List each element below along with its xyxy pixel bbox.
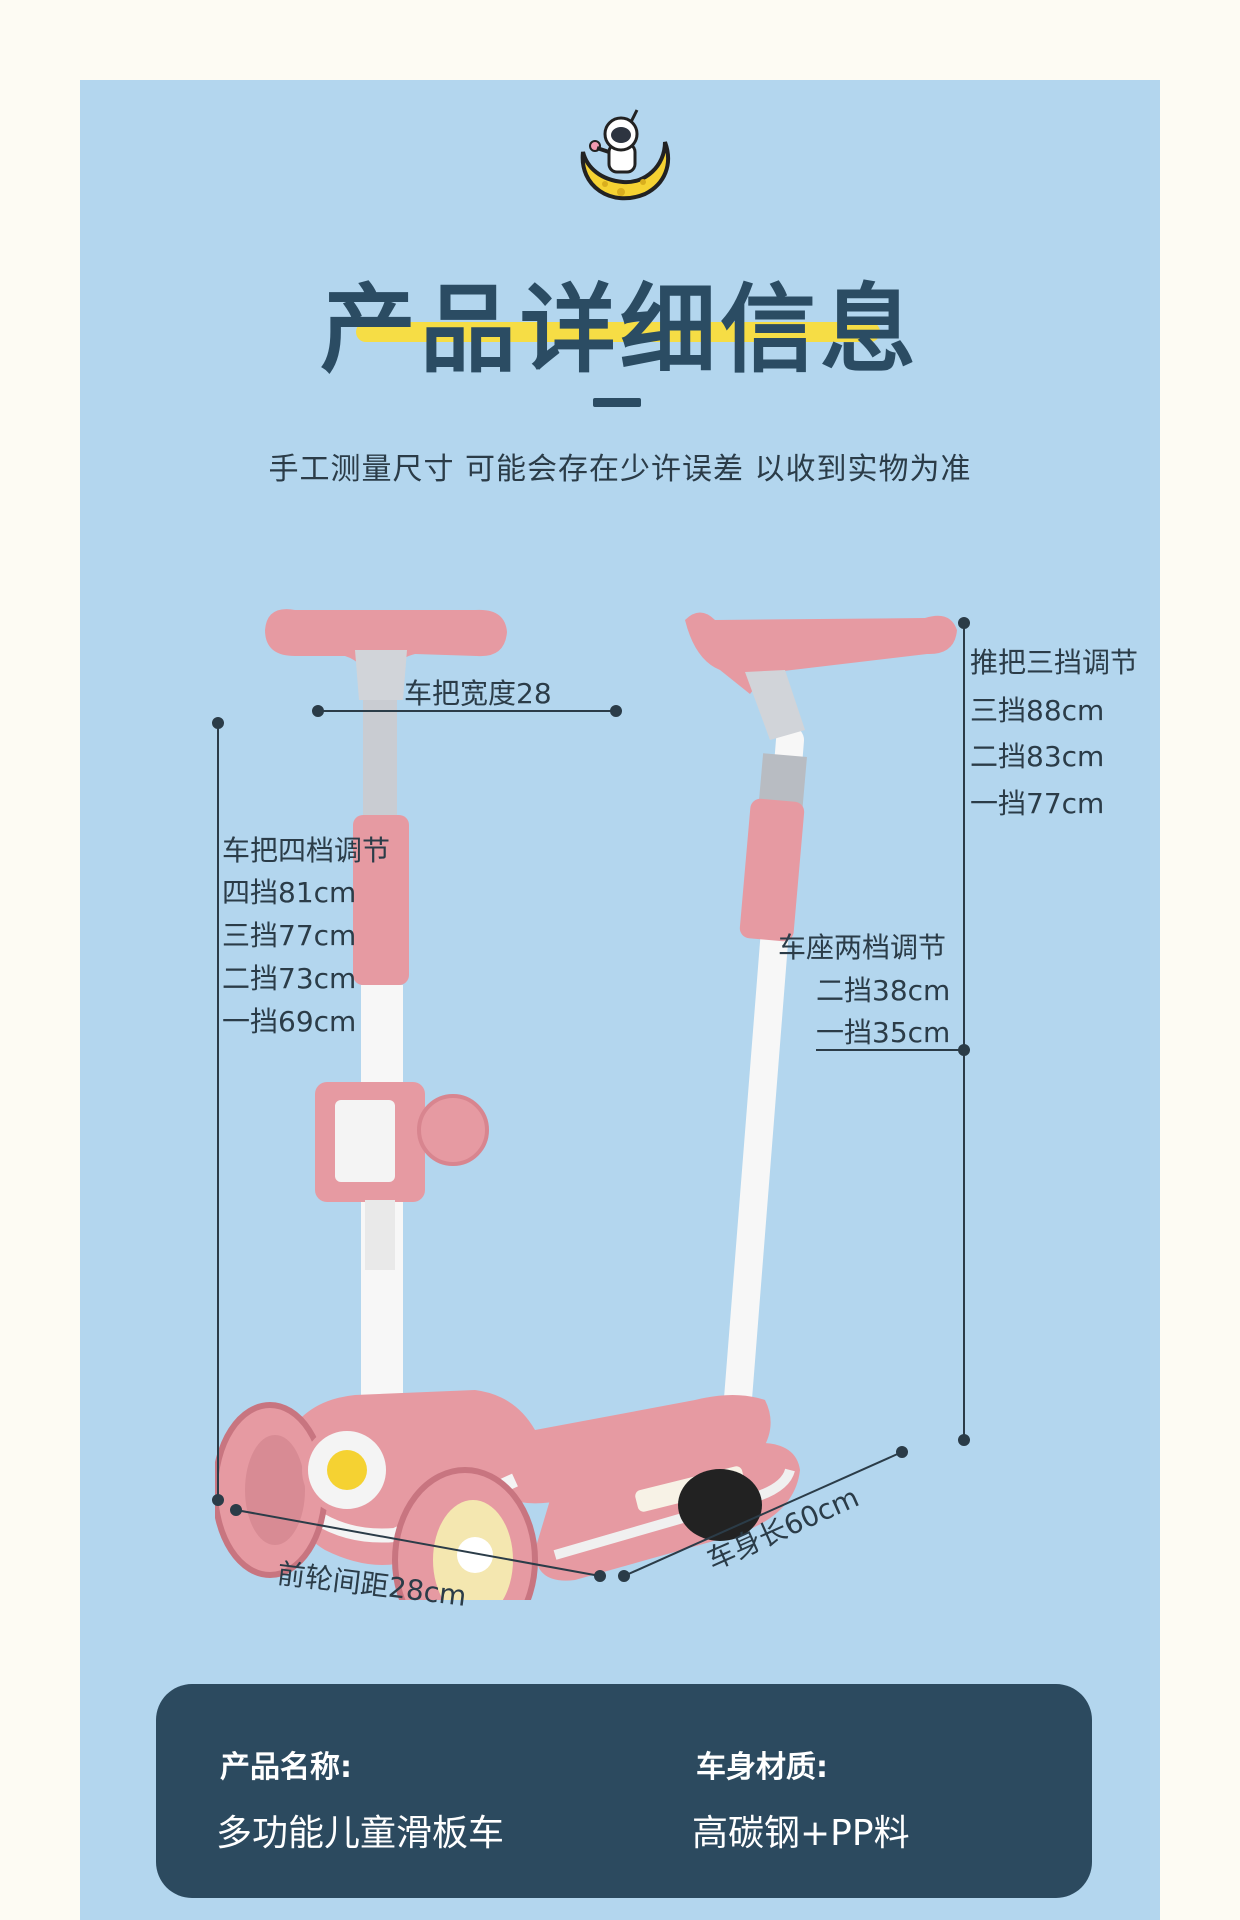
background-panel [80,80,1160,1920]
seat-adjust-heading: 车座两档调节 [778,931,947,964]
push-level-3: 三挡88cm [970,694,1105,727]
front-handle-bar [265,609,507,690]
steering-column-upper [363,700,397,830]
material-value: 高碳钢+PP料 [692,1813,910,1854]
handlebar-level-4: 四挡81cm [222,876,357,909]
handlebar-level-3: 三挡77cm [222,919,357,952]
product-name-value: 多功能儿童滑板车 [216,1813,505,1854]
material-label: 车身材质: [696,1750,828,1785]
page-title: 产品详细信息 [320,274,920,386]
seat-knob [417,1094,489,1166]
handlebar-level-1: 一挡69cm [222,1005,357,1038]
astronaut-on-moon-icon [580,109,671,201]
push-level-1: 一挡77cm [970,787,1105,820]
title-divider [593,398,641,407]
seat-level-1: 一挡35cm [816,1016,951,1049]
scooter-illustration [215,609,957,1600]
handlebar-adjust-heading: 车把四档调节 [222,834,391,867]
steering-grip [353,815,409,985]
handlebar-width-label: 车把宽度28 [404,677,552,710]
push-level-2: 二挡83cm [970,740,1105,773]
handlebar-level-2: 二挡73cm [222,962,357,995]
push-pole-grip [739,798,805,942]
page-subtitle: 手工测量尺寸 可能会存在少许误差 以收到实物为准 [268,452,972,487]
push-adjust-heading: 推把三挡调节 [970,646,1139,679]
seat-level-2: 二挡38cm [816,974,951,1007]
title-highlight [356,322,880,342]
product-name-label: 产品名称: [220,1750,352,1785]
product-info-card: 产品名称: 多功能儿童滑板车 车身材质: 高碳钢+PP料 [156,1684,1092,1898]
